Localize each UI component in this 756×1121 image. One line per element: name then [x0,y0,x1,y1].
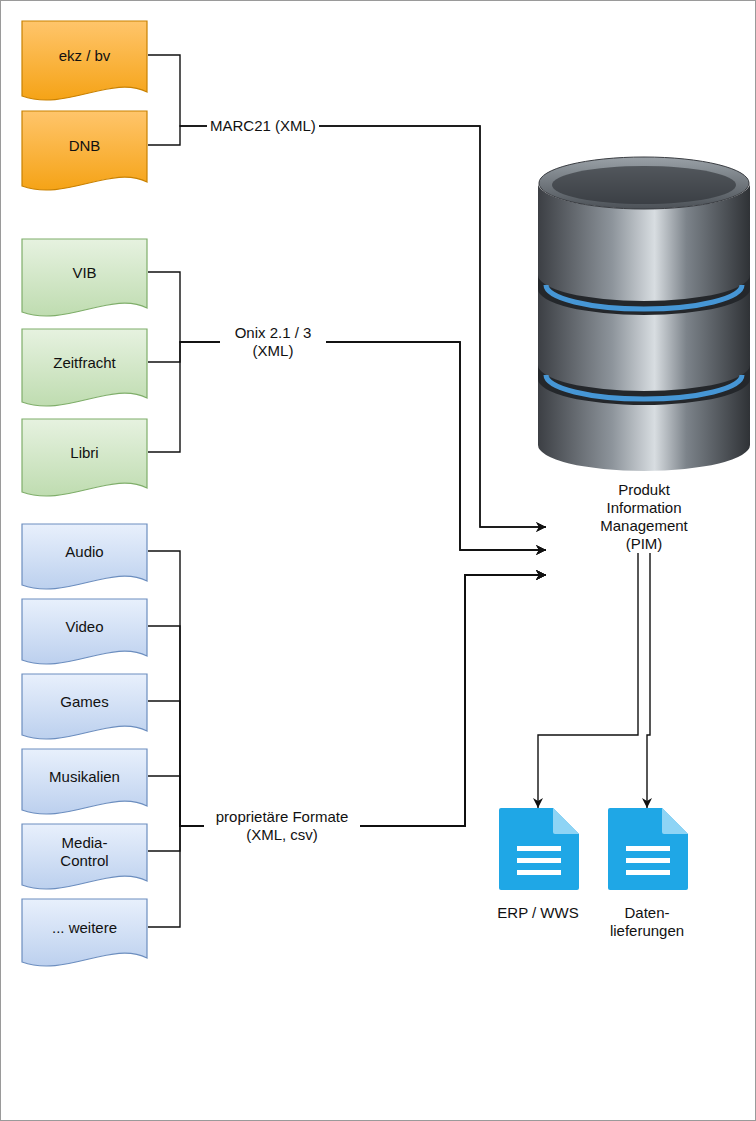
document-icon [606,808,688,890]
icon-fold [662,808,688,834]
flow-arrow [148,272,546,550]
document-outline [22,674,147,739]
source-document: ekz / bv [21,20,148,108]
cylinder-glow [546,375,742,399]
source-label: Media- Control [54,834,116,870]
source-document: Audio [21,523,148,597]
source-label: Libri [70,444,98,462]
document-outline [22,239,147,316]
source-document: ... weitere [21,898,148,974]
cylinder-body [538,183,750,471]
source-label: Zeitfracht [53,354,116,372]
document-outline [22,111,147,190]
cylinder-glow [546,285,742,309]
node-label: ERP / WWS [494,904,582,922]
flow-arrow [148,551,546,826]
source-label: Games [60,693,108,711]
source-label: Audio [65,543,103,561]
format-label: Onix 2.1 / 3 (XML) [220,323,326,361]
source-document: Zeitfracht [21,328,148,414]
output-document: ERP / WWS [494,808,582,922]
document-icon [497,808,579,890]
icon-line [626,858,670,863]
node-label: Produkt Information Management (PIM) [585,481,703,553]
flow-arrow [148,575,546,851]
icon-line [517,846,561,851]
document-outline [22,419,147,496]
cylinder-band [538,365,750,405]
document-outline [22,599,147,664]
document-outline [22,749,147,814]
icon-line [517,858,561,863]
cylinder-top-inner [552,166,736,204]
node-label: Daten- lieferungen [607,904,687,940]
flow-arrow [148,575,546,826]
source-document: Video [21,598,148,672]
database-node: Produkt Information Management (PIM) [538,155,750,553]
document-outline [22,899,147,966]
cylinder-top [539,157,749,209]
source-document: Media- Control [21,823,148,897]
icon-fold [553,808,579,834]
document-outline [22,21,147,100]
format-label: proprietäre Formate (XML, csv) [204,807,360,845]
document-outline [22,824,147,889]
flow-arrow [148,126,546,527]
flow-arrow [148,342,546,550]
icon-sheet [608,808,688,890]
source-document: VIB [21,238,148,324]
source-document: Musikalien [21,748,148,822]
source-document: DNB [21,110,148,198]
flow-arrow [148,575,546,826]
source-label: Video [65,618,103,636]
source-document: Games [21,673,148,747]
source-document: Libri [21,418,148,504]
flow-arrow [647,553,650,808]
output-document: Daten- lieferungen [602,808,692,940]
flow-arrow [148,575,546,927]
icon-line [517,870,561,875]
flow-arrow [148,342,546,550]
source-label: VIB [72,264,96,282]
icon-sheet [499,808,579,890]
flow-arrow [538,553,638,808]
cylinder-holder [538,155,750,475]
format-label: MARC21 (XML) [207,116,319,136]
flow-arrow [148,575,546,826]
flow-arrow [148,55,546,527]
document-outline [22,524,147,589]
cylinder-band [538,275,750,315]
icon-line [626,846,670,851]
source-label: ... weitere [52,919,117,937]
database-cylinder [538,155,750,475]
source-label: ekz / bv [59,47,111,65]
source-label: Musikalien [49,768,120,786]
document-outline [22,329,147,406]
source-label: DNB [69,137,101,155]
icon-line [626,870,670,875]
